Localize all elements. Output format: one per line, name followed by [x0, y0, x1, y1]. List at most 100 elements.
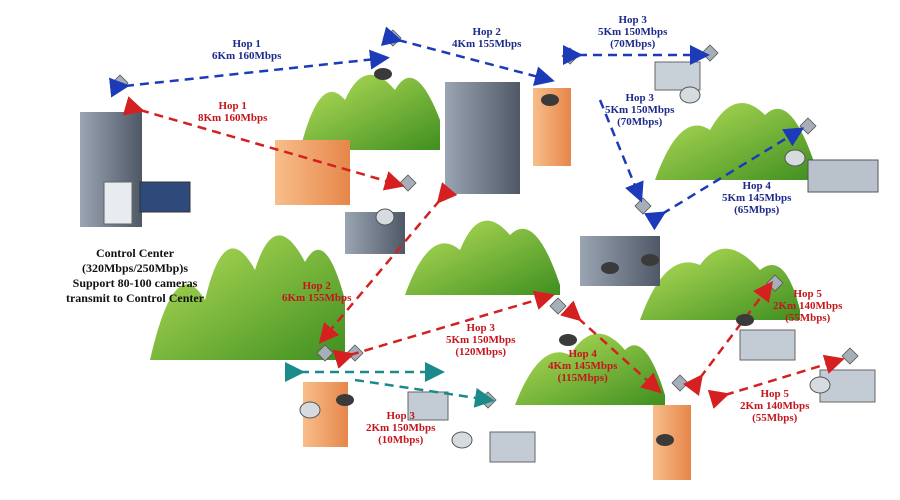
label-line: Hop 2: [302, 280, 331, 292]
antenna-node: [841, 347, 859, 365]
camera-icon: [559, 334, 577, 346]
label-blue-hop3-mid: Hop 3 5Km 150Mbps (70Mbps): [605, 92, 674, 128]
teal-links: [285, 362, 495, 408]
label-red-hop3-mid: Hop 3 5Km 150Mbps (120Mbps): [446, 322, 515, 358]
label-line: (65Mbps): [734, 204, 780, 216]
label-line: 2Km 150Mbps: [366, 422, 436, 434]
antenna-node: [634, 197, 652, 215]
label-line: Hop 1: [218, 100, 247, 112]
hill-center: [405, 220, 560, 295]
label-line: (55Mbps): [752, 412, 798, 424]
antenna-node: [399, 174, 417, 192]
label-red-hop2: Hop 2 6Km 155Mbps: [282, 280, 351, 304]
antenna-node: [701, 44, 719, 62]
antenna-node: [799, 117, 817, 135]
camera-icon: [641, 254, 659, 266]
label-line: 2Km 140Mbps: [740, 400, 810, 412]
label-blue-hop1: Hop 1 6Km 160Mbps: [212, 38, 281, 62]
label-blue-hop2: Hop 2 4Km 155Mbps: [452, 26, 521, 50]
label-line: 4Km 155Mbps: [452, 38, 522, 50]
red-hop1-link: [122, 96, 405, 191]
control-center-server: [103, 181, 133, 225]
camera-icon: [679, 86, 701, 104]
antenna-node: [561, 47, 579, 65]
red-hop5-low-link: [707, 354, 845, 409]
hill-top-center: [300, 74, 440, 150]
label-line: 6Km 160Mbps: [212, 50, 282, 62]
label-line: (70Mbps): [610, 38, 656, 50]
caption-line: Control Center: [95, 246, 175, 260]
warehouse-right: [807, 159, 879, 193]
label-line: 5Km 145Mbps: [722, 192, 792, 204]
label-line: Hop 3: [618, 14, 647, 26]
camera-icon: [656, 434, 674, 446]
camera-icon: [375, 208, 395, 226]
label-line: (10Mbps): [378, 434, 424, 446]
label-line: Hop 3: [466, 322, 495, 334]
label-line: (70Mbps): [617, 116, 663, 128]
label-blue-hop3-top: Hop 3 5Km 150Mbps (70Mbps): [598, 14, 667, 50]
label-line: 5Km 150Mbps: [605, 104, 675, 116]
control-center-caption: Control Center (320Mbps/250Mbp)s Support…: [40, 246, 230, 306]
label-red-hop1: Hop 1 8Km 160Mbps: [198, 100, 267, 124]
camera-icon: [736, 314, 754, 326]
antenna-node: [671, 374, 689, 392]
label-red-hop5-up: Hop 5 2Km 140Mbps (55Mbps): [773, 288, 842, 324]
blue-hop3-mid-link: [598, 99, 644, 203]
camera-icon: [374, 68, 392, 80]
blue-hop4-link: [643, 127, 805, 231]
orange-building-1: [275, 140, 350, 205]
blue-hop2-link: [380, 26, 555, 86]
label-line: (115Mbps): [557, 372, 608, 384]
control-center-monitor: [139, 181, 191, 213]
camera-icon: [299, 401, 321, 419]
label-line: Hop 2: [472, 26, 501, 38]
label-line: 2Km 140Mbps: [773, 300, 843, 312]
antenna-node: [316, 344, 334, 362]
caption-line: (320Mbps/250Mbp)s: [81, 261, 188, 275]
station-right-top: [654, 61, 701, 91]
label-blue-hop4: Hop 4 5Km 145Mbps (65Mbps): [722, 180, 791, 216]
label-line: 5Km 150Mbps: [598, 26, 668, 38]
label-line: (55Mbps): [785, 312, 831, 324]
label-line: 6Km 155Mbps: [282, 292, 352, 304]
camera-icon: [451, 431, 473, 449]
label-line: 8Km 160Mbps: [198, 112, 268, 124]
red-hop3-mid-link: [332, 290, 555, 369]
house-bottom-left: [407, 391, 449, 421]
label-line: 4Km 145Mbps: [548, 360, 618, 372]
label-red-hop3-low: Hop 3 2Km 150Mbps (10Mbps): [366, 410, 435, 446]
blue-hop1-link: [109, 49, 390, 98]
gray-building-small: [345, 212, 405, 254]
label-line: Hop 4: [742, 180, 771, 192]
caption-line: Support 80-100 cameras: [72, 276, 198, 290]
antenna-node: [549, 297, 567, 315]
hill-left-large: [150, 235, 345, 360]
camera-icon: [541, 94, 559, 106]
blue-links: [109, 26, 805, 231]
label-line: Hop 3: [625, 92, 654, 104]
label-line: Hop 5: [793, 288, 822, 300]
hill-right-top: [655, 103, 815, 180]
antenna-node: [111, 74, 129, 92]
red-links: [122, 96, 845, 409]
house-bottom-center: [489, 431, 536, 463]
camera-icon: [809, 376, 831, 394]
caption-line: transmit to Control Center: [65, 291, 205, 305]
camera-icon: [601, 262, 619, 274]
gray-tower-center: [445, 82, 520, 194]
label-line: Hop 3: [386, 410, 415, 422]
teal-link-lower: [354, 378, 495, 408]
label-line: (120Mbps): [455, 346, 507, 358]
red-hop4-link: [560, 300, 662, 394]
camera-icon: [784, 149, 806, 167]
cameras: [299, 68, 831, 449]
label-red-hop4: Hop 4 4Km 145Mbps (115Mbps): [548, 348, 617, 384]
label-red-hop5-low: Hop 5 2Km 140Mbps (55Mbps): [740, 388, 809, 424]
antenna-node: [384, 29, 402, 47]
house-right-mid: [739, 329, 796, 361]
camera-icon: [336, 394, 354, 406]
label-line: Hop 1: [232, 38, 261, 50]
